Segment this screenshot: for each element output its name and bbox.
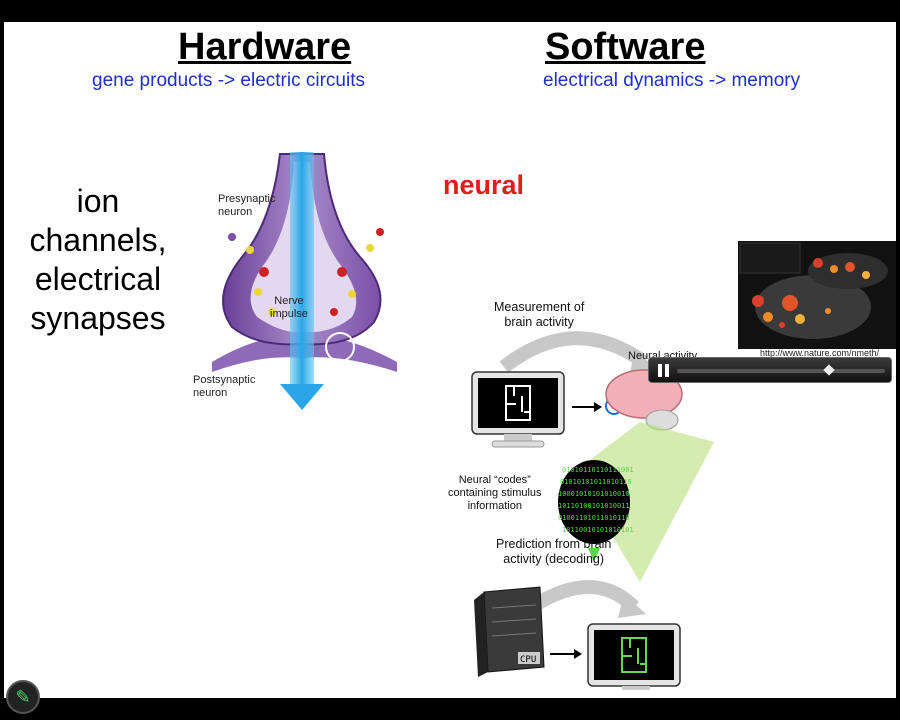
slide-canvas: Hardware gene products -> electric circu…: [4, 22, 896, 698]
software-title: Software: [545, 26, 706, 68]
ion-line-3: electrical: [34, 261, 162, 297]
brain-scan-image: [738, 241, 896, 349]
pen-icon[interactable]: ✎: [6, 680, 40, 714]
nature-url[interactable]: http://www.nature.com/nmeth/: [760, 348, 880, 358]
hardware-title: Hardware: [178, 26, 352, 68]
binary-row-2: 01010101011010110: [560, 478, 632, 486]
postsynaptic-label: Postsynaptic neuron: [193, 374, 256, 399]
neural-codes-caption: Neural “codes” containing stimulus infor…: [448, 474, 542, 512]
binary-row-3: 10001010101010010: [558, 490, 630, 498]
software-subtitle: electrical dynamics -> memory: [543, 70, 801, 91]
prediction-caption: Prediction from brain activity (decoding…: [496, 537, 612, 566]
measurement-caption: Measurement of brain activity: [494, 300, 585, 329]
cpu-label: CPU: [520, 655, 536, 665]
nerve-impulse-label: Nerve impulse: [270, 295, 308, 320]
video-seek-track[interactable]: [677, 364, 885, 376]
hardware-subtitle: gene products -> electric circuits: [92, 70, 365, 91]
pause-icon[interactable]: [658, 364, 670, 377]
binary-row-6: 10110010101010101: [562, 526, 634, 534]
ion-line-1: ion: [76, 183, 120, 219]
binary-row-5: 01001101011010110: [558, 514, 630, 522]
top-letterbox: [0, 0, 900, 22]
synapse-illustration: [212, 152, 397, 410]
presynaptic-label: Presynaptic neuron: [218, 193, 276, 218]
ion-line-2: channels,: [29, 222, 167, 258]
ion-line-4: synapses: [30, 300, 166, 336]
binary-row-4: 10110100101010011: [558, 502, 630, 510]
bottom-letterbox: [0, 698, 900, 720]
video-player-controls[interactable]: [648, 357, 892, 383]
neural-label: neural: [443, 170, 525, 200]
binary-row-1: 01010110110111001: [562, 466, 634, 474]
seek-knob[interactable]: [823, 364, 835, 376]
video-thumbnail[interactable]: [738, 241, 896, 349]
ion-channels-text: ion channels, electrical synapses: [18, 182, 178, 338]
